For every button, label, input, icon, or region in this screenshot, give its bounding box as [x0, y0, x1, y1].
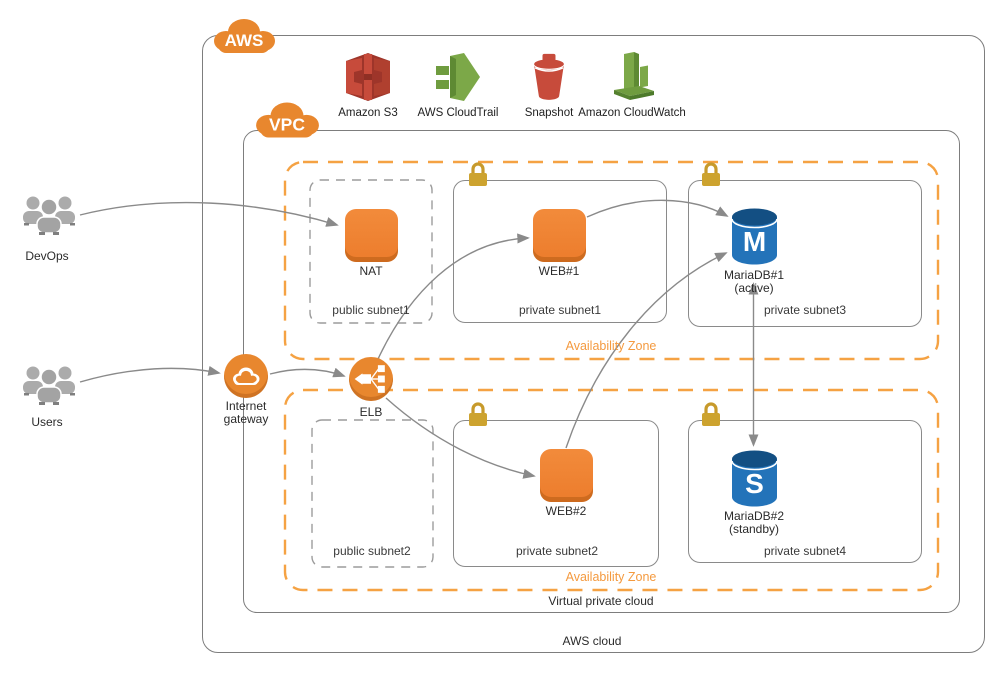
availability-zone1-label: Availability Zone: [565, 339, 657, 353]
availability-zone2-box: [283, 388, 940, 592]
internet-gateway-cloud-icon: [233, 367, 260, 385]
service-label: Amazon S3: [338, 107, 398, 119]
service-label: AWS CloudTrail: [417, 107, 499, 119]
web1-instance-node: [533, 209, 586, 262]
mariadb1-state: (active): [734, 281, 774, 295]
users-group-icon: [23, 196, 75, 235]
service-aws-cloudtrail: AWS CloudTrail: [398, 50, 518, 119]
vpc-badge-label: VPC: [269, 114, 305, 134]
nat-instance-node: [345, 209, 398, 262]
internet-gateway-label: Internet gateway: [206, 400, 286, 426]
arrow-elb-to-web1: [377, 233, 530, 360]
cloud-icon: [214, 19, 275, 53]
public-subnet2-label: public subnet2: [333, 544, 411, 558]
private-subnet2-lock: [466, 400, 490, 433]
users-group-icon: [23, 366, 75, 405]
amazon-cloudwatch-icon: [614, 52, 654, 100]
elb-label: ELB: [359, 405, 383, 419]
lock-icon: [702, 402, 720, 426]
users-actor: [20, 362, 78, 419]
mariadb1-label: MariaDB#1: [723, 268, 785, 282]
service-amazon-s3: Amazon S3: [313, 50, 423, 119]
private-subnet3-lock: [699, 160, 723, 193]
snapshot-icon: [534, 53, 564, 100]
arrow-internet-gateway-to-elb: [269, 367, 346, 378]
service-label: Snapshot: [524, 107, 574, 119]
internet-gateway-node: [224, 354, 268, 398]
private-subnet3-label: private subnet3: [763, 303, 847, 317]
aws-cloudtrail-icon: [436, 53, 480, 101]
devops-label: DevOps: [25, 249, 69, 263]
mariadb2-node: S: [731, 448, 778, 513]
database-cylinder-icon: M: [731, 208, 778, 265]
vpc-badge: VPC: [252, 100, 322, 145]
private-subnet1-label: private subnet1: [518, 303, 602, 317]
cloud-icon: [256, 102, 319, 138]
public-subnet2-box: [311, 419, 434, 568]
devops-actor: [20, 192, 78, 249]
private-subnet4-box: [688, 420, 922, 563]
private-subnet2-box: [453, 420, 659, 567]
elb-load-balancer-icon: [354, 365, 385, 393]
availability-zone2-label: Availability Zone: [565, 570, 657, 584]
arrow-devops-to-nat: [79, 201, 339, 227]
web2-label: WEB#2: [545, 504, 587, 518]
private-subnet2-label: private subnet2: [515, 544, 599, 558]
web1-label: WEB#1: [538, 264, 580, 278]
aws-cloud-label: AWS cloud: [562, 634, 622, 648]
internet-gateway-label-line2: gateway: [223, 412, 269, 426]
private-subnet1-box: [453, 180, 667, 323]
availability-zone1-box: [283, 160, 940, 361]
public-subnet1-label: public subnet1: [332, 303, 410, 317]
service-snapshot: Snapshot: [494, 52, 604, 119]
service-amazon-cloudwatch: Amazon CloudWatch: [571, 50, 693, 119]
public-subnet1-box: [309, 179, 433, 324]
private-subnet1-lock: [466, 160, 490, 193]
mariadb2-letter: S: [745, 468, 764, 499]
web2-instance-node: [540, 449, 593, 502]
users-label: Users: [31, 415, 63, 429]
lock-icon: [469, 162, 487, 186]
mariadb1-letter: M: [743, 226, 766, 257]
arrow-users-to-internet-gateway: [79, 365, 221, 383]
amazon-s3-icon: [346, 53, 390, 101]
private-subnet4-label: private subnet4: [763, 544, 847, 558]
internet-gateway-label-line1: Internet: [225, 399, 267, 413]
nat-label: NAT: [359, 264, 383, 278]
private-subnet3-box: [688, 180, 922, 327]
vpc-label: Virtual private cloud: [548, 594, 654, 608]
mariadb2-state: (standby): [728, 522, 780, 536]
arrow-elb-to-web2: [385, 397, 536, 479]
arrow-web2-to-mariadb1: [565, 252, 728, 449]
aws-badge-label: AWS: [225, 31, 264, 50]
lock-icon: [702, 162, 720, 186]
aws-badge: AWS: [210, 17, 278, 60]
database-cylinder-icon: S: [731, 450, 778, 507]
aws-cloud-container: [202, 35, 985, 653]
lock-icon: [469, 402, 487, 426]
mariadb2-label: MariaDB#2: [723, 509, 785, 523]
service-label: Amazon CloudWatch: [578, 107, 686, 119]
private-subnet4-lock: [699, 400, 723, 433]
elb-node: [349, 357, 393, 401]
arrow-web1-to-mariadb1: [586, 199, 729, 218]
mariadb1-node: M: [731, 206, 778, 271]
